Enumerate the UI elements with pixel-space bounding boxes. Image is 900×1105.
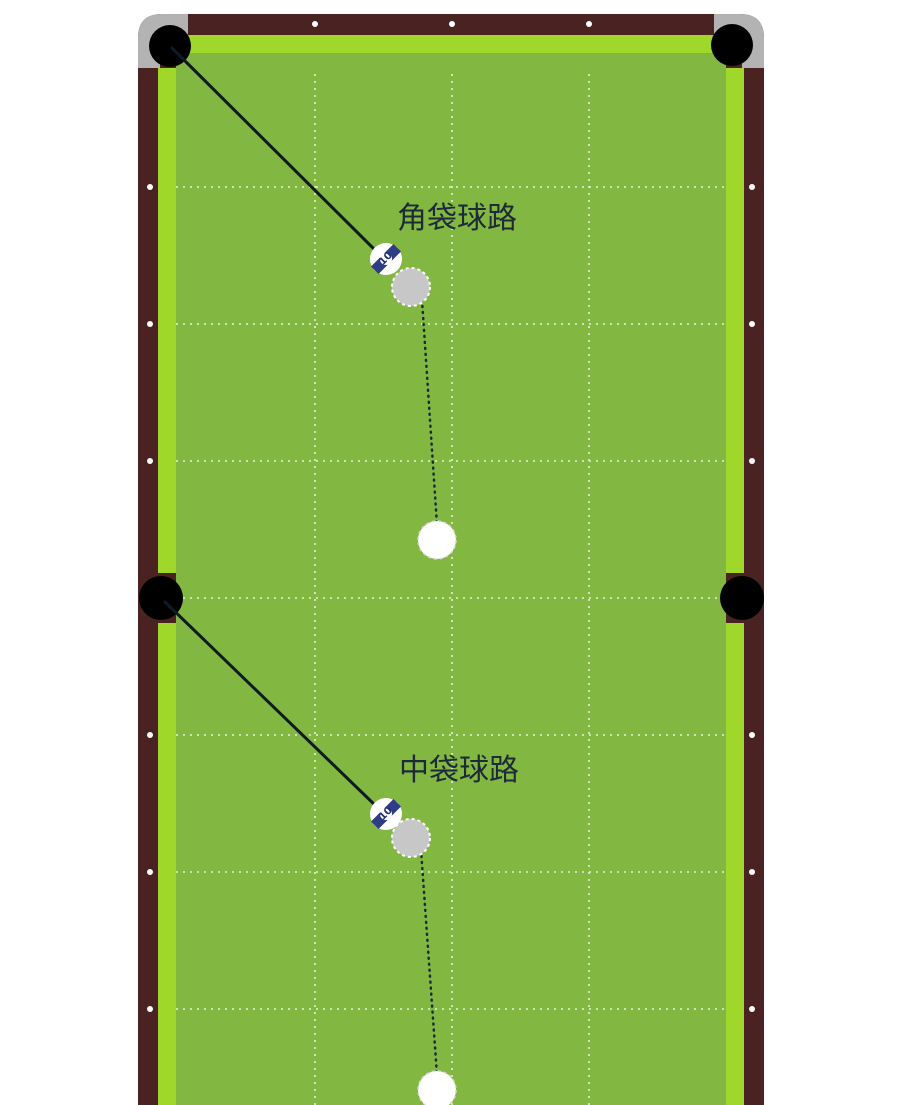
rail-diamond (749, 1006, 755, 1012)
pocket-top-right (711, 24, 753, 66)
cue-ball-side (417, 1070, 457, 1105)
rail-diamond (749, 184, 755, 190)
ghost-ball-side (391, 818, 431, 858)
rail-diamond (749, 321, 755, 327)
pocket-middle-right (720, 576, 764, 620)
rail-diamond (147, 732, 153, 738)
ghost-ball-corner (391, 267, 431, 307)
cushion-right-upper (726, 68, 744, 573)
object-ball-10-corner: 10 (370, 243, 402, 275)
table-grid (176, 74, 726, 1105)
cue-ball-path-corner (420, 298, 439, 527)
cue-ball-path-side (419, 848, 439, 1077)
object-ball-path-corner (170, 46, 379, 254)
cushion-top (188, 35, 714, 53)
table-felt (176, 53, 726, 1105)
cue-ball-corner (417, 520, 457, 560)
object-ball-10-side: 10 (370, 798, 402, 830)
rail-diamond (147, 321, 153, 327)
rail-diamond (749, 732, 755, 738)
rail-diamond (147, 869, 153, 875)
rail-diamond (586, 21, 592, 27)
rail-diamond (449, 21, 455, 27)
rail-diamond (147, 184, 153, 190)
rail-diamond (749, 458, 755, 464)
route-label-corner: 角袋球路 (397, 201, 517, 236)
cushion-left-upper (158, 68, 176, 573)
rail-diamond (749, 869, 755, 875)
cushion-left-lower (158, 623, 176, 1105)
cushion-right-lower (726, 623, 744, 1105)
route-label-side: 中袋球路 (399, 753, 519, 788)
route-side-pocket: 10 中袋球路 (163, 600, 519, 1105)
object-ball-path-side (163, 600, 379, 809)
route-corner-pocket: 10 角袋球路 (170, 46, 517, 560)
rail-diamond (147, 1006, 153, 1012)
rail-diamond (312, 21, 318, 27)
rail-diamonds (147, 21, 755, 1012)
rail-diamond (147, 458, 153, 464)
